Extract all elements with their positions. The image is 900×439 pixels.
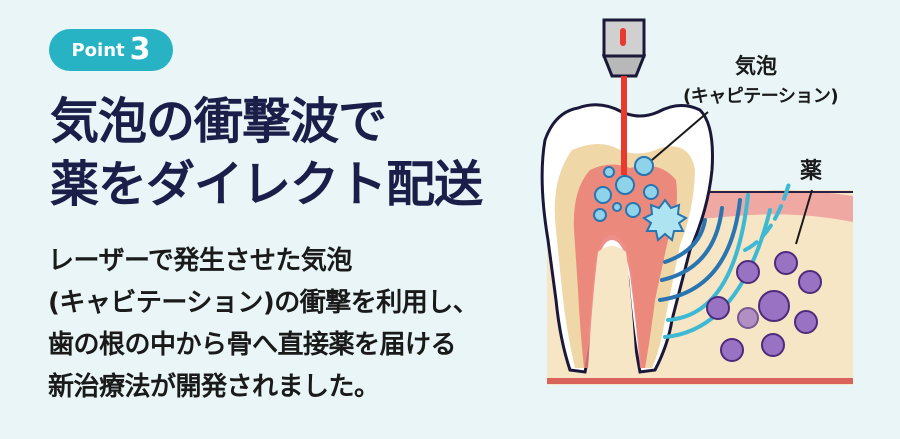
description: レーザーで発生させた気泡 (キャビテーション)の衝撃を利用し、 歯の根の中から骨… <box>48 240 479 408</box>
bone-baseline <box>547 378 853 384</box>
medicine-label: 薬 <box>800 159 823 184</box>
point-badge: Point 3 <box>49 29 173 71</box>
badge-label: Point <box>71 39 125 61</box>
description-line: 新治療法が開発されました。 <box>48 372 380 402</box>
title-line-2: 薬をダイレクト配送 <box>50 156 483 213</box>
bubble-label: 気泡 <box>735 54 777 78</box>
description-line: (キャビテーション)の衝撃を利用し、 <box>48 288 479 318</box>
tooth-diagram <box>540 18 853 385</box>
description-line: レーザーで発生させた気泡 <box>48 246 352 276</box>
medicine-particles <box>706 251 822 362</box>
description-line: 歯の根の中から骨へ直接薬を届ける <box>48 330 457 360</box>
shock-waves <box>658 178 792 339</box>
badge-number: 3 <box>129 32 151 67</box>
shockwave-burst-icon <box>642 198 688 242</box>
bubbles <box>593 156 659 222</box>
page-title: 気泡の衝撃波で 薬をダイレクト配送 <box>50 90 483 216</box>
cavitation-label: (キャピテーション) <box>683 86 839 107</box>
title-line-1: 気泡の衝撃波で <box>50 93 387 150</box>
